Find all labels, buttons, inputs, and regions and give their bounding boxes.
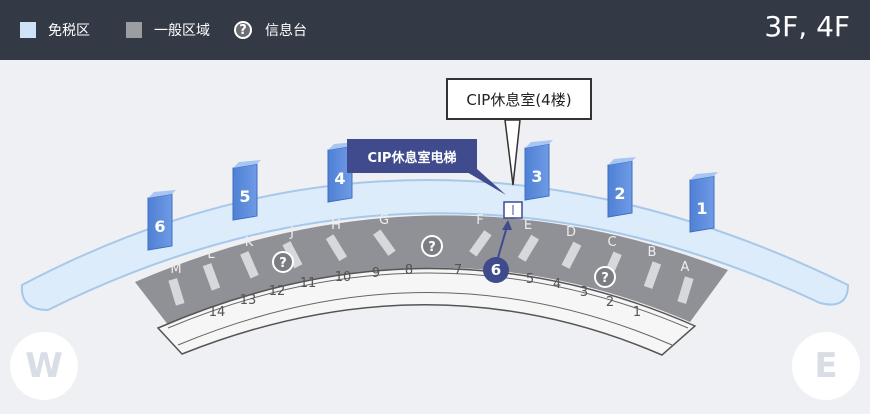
check-in-row-H[interactable]: H bbox=[325, 218, 348, 262]
door-14: 14 bbox=[209, 305, 226, 320]
question-icon: ? bbox=[428, 240, 436, 255]
check-in-row-M[interactable]: M bbox=[168, 262, 185, 306]
check-in-hall bbox=[135, 215, 728, 330]
door-13: 13 bbox=[240, 293, 257, 308]
legend-info: ? 信息台 bbox=[234, 19, 307, 41]
door-3: 3 bbox=[580, 285, 588, 300]
row-label-F: F bbox=[476, 213, 483, 228]
row-label-J: J bbox=[289, 225, 294, 240]
row-label-K: K bbox=[245, 235, 254, 250]
check-in-row-B[interactable]: B bbox=[643, 245, 662, 289]
door-8: 8 bbox=[405, 263, 413, 278]
check-in-row-K[interactable]: K bbox=[240, 235, 259, 279]
zone-pillar-3[interactable]: 3 bbox=[524, 140, 553, 201]
row-label-G: G bbox=[379, 213, 389, 228]
airside-zone bbox=[20, 179, 850, 312]
check-in-row-A[interactable]: A bbox=[677, 260, 694, 304]
row-label-E: E bbox=[524, 218, 532, 233]
door-12: 12 bbox=[269, 284, 286, 299]
legend-landside-label: 一般区域 bbox=[154, 23, 210, 39]
row-label-H: H bbox=[331, 218, 341, 233]
zone-label-2: 2 bbox=[614, 184, 625, 203]
zone-pillar-2[interactable]: 2 bbox=[607, 157, 636, 218]
compass-east: E bbox=[792, 332, 860, 400]
compass-west-label: W bbox=[25, 346, 63, 386]
question-icon: ? bbox=[279, 256, 287, 271]
legend-airside: 免税区 bbox=[20, 19, 90, 41]
door-2: 2 bbox=[606, 295, 614, 310]
question-icon: ? bbox=[601, 271, 609, 286]
zone-label-5: 5 bbox=[239, 187, 250, 206]
check-in-row-E[interactable]: E bbox=[517, 218, 539, 262]
zone-pillar-6[interactable]: 6 bbox=[147, 190, 176, 251]
zone-pillar-5[interactable]: 5 bbox=[232, 160, 261, 221]
info-desk-icon[interactable]: ? bbox=[594, 266, 616, 288]
landside-swatch bbox=[126, 22, 142, 38]
elevator-callout: CIP休息室电梯 bbox=[347, 139, 477, 173]
row-label-B: B bbox=[648, 245, 657, 260]
row-label-A: A bbox=[681, 260, 690, 275]
selected-gate-number: 6 bbox=[490, 261, 502, 279]
zone-label-1: 1 bbox=[696, 199, 707, 218]
check-in-row-G[interactable]: G bbox=[373, 213, 396, 256]
curbside-road bbox=[156, 267, 697, 356]
row-label-M: M bbox=[170, 262, 181, 277]
row-label-C: C bbox=[607, 235, 616, 250]
door-4: 4 bbox=[553, 277, 561, 292]
info-desk-icon[interactable]: ? bbox=[421, 235, 443, 257]
legend-landside: 一般区域 bbox=[126, 19, 210, 41]
door-11: 11 bbox=[300, 276, 317, 291]
zone-label-3: 3 bbox=[531, 167, 542, 186]
question-icon: ? bbox=[234, 21, 252, 39]
elevator-callout-text: CIP休息室电梯 bbox=[367, 150, 457, 166]
door-10: 10 bbox=[335, 270, 352, 285]
compass-west: W bbox=[10, 332, 78, 400]
zone-label-4: 4 bbox=[334, 169, 345, 188]
door-1: 1 bbox=[633, 305, 641, 320]
lounge-callout: CIP休息室(4楼) bbox=[446, 78, 592, 120]
door-7: 7 bbox=[454, 263, 462, 278]
legend-info-label: 信息台 bbox=[265, 23, 307, 39]
legend-bar: 免税区 一般区域 ? 信息台 3F, 4F bbox=[0, 0, 870, 60]
door-9: 9 bbox=[372, 266, 380, 281]
check-in-row-J[interactable]: J bbox=[282, 225, 303, 269]
door-5: 5 bbox=[526, 272, 534, 287]
legend-airside-label: 免税区 bbox=[48, 23, 90, 39]
floor-label: 3F, 4F bbox=[764, 10, 850, 43]
check-in-row-L[interactable]: L bbox=[202, 247, 221, 291]
lounge-callout-text: CIP休息室(4楼) bbox=[466, 90, 572, 109]
selected-gate-marker[interactable]: 6 bbox=[483, 257, 509, 283]
row-label-D: D bbox=[566, 225, 576, 240]
row-label-L: L bbox=[207, 247, 215, 262]
airside-swatch bbox=[20, 22, 36, 38]
info-desk-icon[interactable]: ? bbox=[272, 251, 294, 273]
check-in-row-F[interactable]: F bbox=[469, 213, 492, 257]
check-in-row-D[interactable]: D bbox=[561, 225, 582, 269]
zone-pillar-1[interactable]: 1 bbox=[689, 172, 718, 233]
zone-label-6: 6 bbox=[154, 217, 165, 236]
compass-east-label: E bbox=[814, 346, 838, 386]
